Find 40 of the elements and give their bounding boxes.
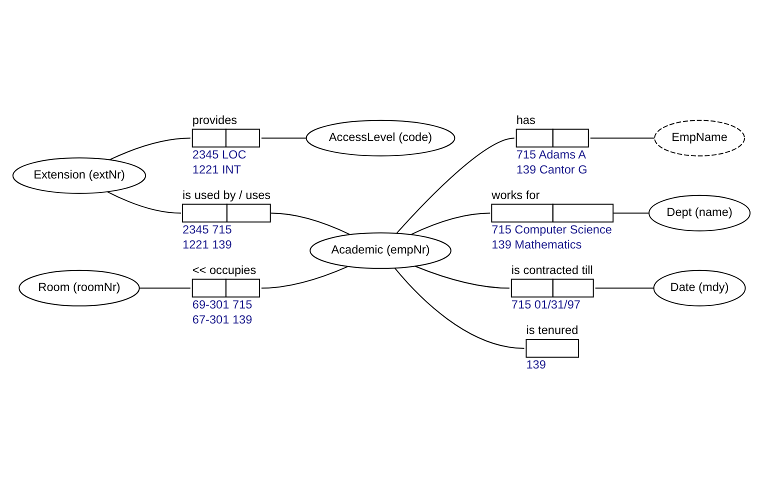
node-ellipse: Room (roomNr) xyxy=(18,270,140,306)
node-label: 1221 INT xyxy=(192,162,242,176)
node-ellipse: Extension (extNr) xyxy=(12,157,146,194)
node-label: is tenured xyxy=(526,323,578,338)
node-ellipse: Date (mdy) xyxy=(653,270,746,306)
node-label: is contracted till xyxy=(511,262,593,277)
node-label: 715 Adams A xyxy=(516,147,586,162)
node-label: 715 01/31/97 xyxy=(511,297,580,312)
connector xyxy=(270,212,351,236)
node-ellipse: AccessLevel (code) xyxy=(306,120,456,156)
node-label: 139 xyxy=(526,358,546,372)
node-label: has xyxy=(516,112,536,127)
connector xyxy=(138,288,191,289)
node-ellipse: EmpName xyxy=(654,120,746,156)
node-label: 67-301 139 xyxy=(192,312,252,326)
node-label: provides xyxy=(192,112,238,127)
connector xyxy=(414,266,510,289)
node-ellipse: Academic (empNr) xyxy=(310,232,452,269)
connector xyxy=(109,138,191,160)
node-label: 2345 715 xyxy=(182,222,232,236)
node-label: 715 Computer Science xyxy=(492,222,612,236)
node-label: works for xyxy=(492,188,540,202)
connector xyxy=(394,268,525,349)
connector xyxy=(594,288,654,289)
node-label: 139 Cantor G xyxy=(516,162,588,176)
connector xyxy=(396,138,515,234)
connector xyxy=(410,212,491,236)
node-label: 69-301 715 xyxy=(192,297,252,312)
node-ellipse: Dept (name) xyxy=(648,194,751,232)
node-label: 2345 LOC xyxy=(192,147,246,162)
node-label: << occupies xyxy=(192,262,256,277)
node-label: 1221 139 xyxy=(182,237,232,252)
node-label: is used by / uses xyxy=(182,188,271,202)
connector xyxy=(590,138,655,139)
connector xyxy=(260,138,307,139)
node-box xyxy=(526,339,580,358)
connector xyxy=(613,212,650,214)
node-label: 139 Mathematics xyxy=(492,237,582,252)
connector xyxy=(260,266,349,289)
connector xyxy=(106,191,182,214)
